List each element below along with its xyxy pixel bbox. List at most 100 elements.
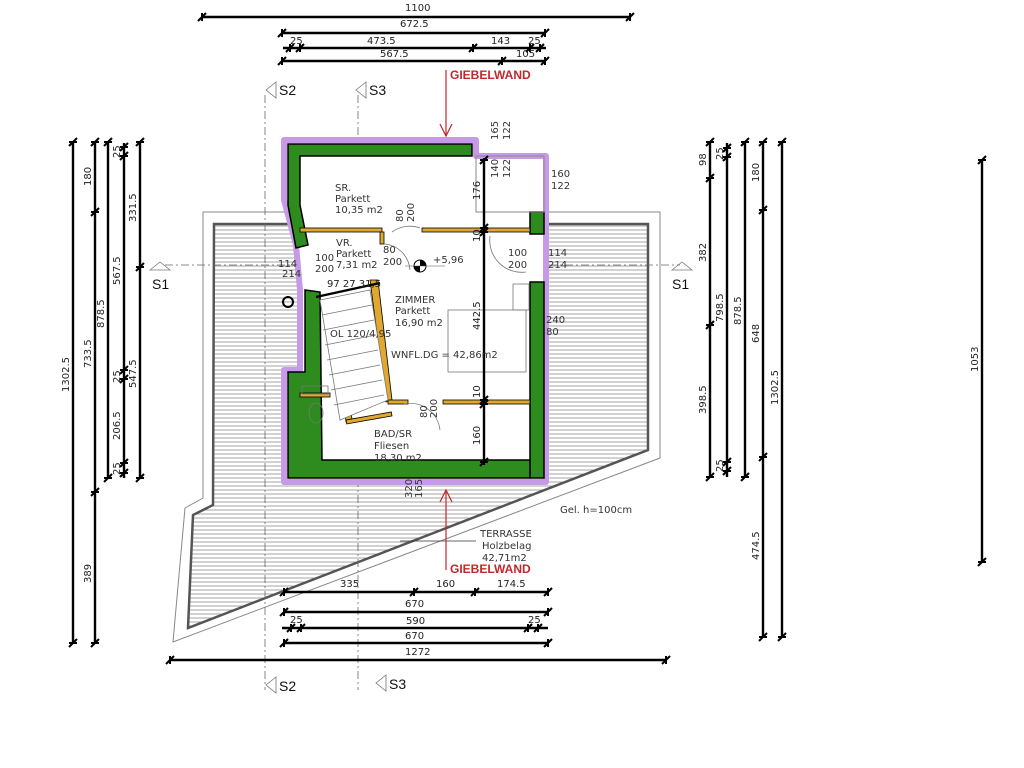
toilet-icon: [308, 402, 324, 424]
label-text: 648: [751, 324, 762, 343]
room-bad: BAD/SR Fliesen 18,30 m2: [374, 429, 422, 464]
label-text: 80: [546, 327, 559, 338]
label-text: 567.5: [112, 256, 123, 285]
label-text: 80: [383, 245, 396, 256]
label-text: 398.5: [698, 385, 709, 414]
label-text: +5,96: [433, 255, 464, 266]
label-text: 25: [112, 462, 123, 475]
label-text: GIEBELWAND: [450, 68, 531, 82]
label-text: 200: [429, 399, 440, 418]
dim-text: 10: [472, 229, 483, 242]
label-text: 122: [551, 181, 570, 192]
door-swing-icon: [489, 235, 527, 273]
label-text: 25: [528, 615, 541, 626]
label-text: 382: [698, 243, 709, 262]
label-text: 547.5: [128, 359, 139, 388]
label-text: 206.5: [112, 411, 123, 440]
label-text: 590: [406, 616, 425, 627]
door-swing-icon: [391, 225, 421, 233]
label-text: 878.5: [96, 299, 107, 328]
label-text: TERRASSE: [479, 529, 532, 540]
label-text: 25: [715, 147, 726, 160]
dimensions-top: 1100 672.5 25 473.5 143 25 567.5 105: [197, 3, 635, 66]
label-text: Holzbelag: [482, 541, 531, 552]
dim-text: 10: [472, 385, 483, 398]
label-text: 143: [491, 36, 510, 47]
room-vr: VR. Parkett 7,31 m2: [336, 238, 378, 271]
fixtures: [282, 225, 530, 431]
label-text: 670: [405, 599, 424, 610]
dimensions-bottom: 335 160 174.5 670 25 590 25 670 1272: [165, 579, 671, 665]
label-text: 140: [490, 159, 501, 178]
dim-text: 97 27 31,5: [327, 279, 381, 290]
dim-text: 176: [472, 181, 483, 200]
label-text: 240: [546, 315, 565, 326]
label-text: 331.5: [128, 193, 139, 222]
section-label-s3-bottom: S3: [389, 676, 406, 692]
label-text: Parkett: [395, 306, 430, 317]
section-marker-icon: [375, 674, 387, 692]
label-text: 474.5: [751, 531, 762, 560]
label-text: 100: [508, 248, 527, 259]
stairs: OL 120/4,95: [319, 289, 391, 421]
section-marker-icon: [670, 261, 694, 271]
label-text: 878.5: [733, 296, 744, 325]
gable-bottom: GIEBELWAND: [439, 488, 531, 576]
label-text: 798.5: [715, 293, 726, 322]
dimensions-left: 1302.5 180 733.5 389 878.5 25 567.5 25 2…: [61, 137, 145, 648]
chimney-icon: [282, 296, 294, 308]
label-text: VR.: [336, 238, 353, 249]
room-name: SR.: [335, 183, 351, 194]
label-text: ZIMMER: [395, 295, 435, 306]
section-label-s1-left: S1: [152, 276, 169, 292]
door-swing-icon: [403, 403, 441, 431]
label-text: 200: [315, 264, 334, 275]
label-text: 165: [490, 121, 501, 140]
label-text: Fliesen: [374, 441, 409, 452]
room-floor: Parkett: [335, 194, 370, 205]
label-text: 672.5: [400, 19, 429, 30]
label-text: 42,71m2: [482, 553, 527, 564]
label-text: 670: [405, 631, 424, 642]
label-text: 1302.5: [61, 357, 72, 392]
section-label-s2-top: S2: [279, 82, 296, 98]
arrow-down-icon: [439, 123, 453, 138]
inner-dimension: 176 10 442.5 10 160 97 27 31,5: [315, 155, 489, 467]
label-text: 114: [548, 248, 567, 259]
label-text: 389: [83, 564, 94, 583]
section-marker-icon: [355, 81, 367, 99]
dim-text: 442.5: [472, 301, 483, 330]
stair-note: OL 120/4,95: [330, 329, 391, 340]
dimensions-right: 98 382 398.5 25 798.5 25 878.5 180 648 4…: [698, 137, 987, 642]
label-text: 214: [548, 260, 567, 271]
total-area: WNFL.DG = 42,86m2: [391, 350, 498, 361]
label-text: 25: [528, 36, 541, 47]
label-text: 105: [516, 49, 535, 60]
label-text: 200: [508, 260, 527, 271]
label-text: 18,30 m2: [374, 453, 422, 464]
arrow-up-icon: [439, 488, 453, 503]
label-text: 122: [502, 159, 513, 178]
label-text: 165: [414, 479, 425, 498]
label-text: 335: [340, 579, 359, 590]
label-text: 25: [290, 36, 303, 47]
gable-top: GIEBELWAND: [439, 68, 531, 138]
label-text: GIEBELWAND: [450, 562, 531, 576]
room-area: 10,35 m2: [335, 205, 383, 216]
label-text: 25: [290, 615, 303, 626]
label-text: 567.5: [380, 49, 409, 60]
label-text: 25: [112, 370, 123, 383]
sink-icon: [301, 385, 329, 395]
label-text: 733.5: [83, 339, 94, 368]
label-text: 98: [698, 153, 709, 166]
dim-text: 160: [472, 426, 483, 445]
railing-note: Gel. h=100cm: [560, 505, 632, 516]
label-text: 180: [83, 167, 94, 186]
label-text: 180: [751, 163, 762, 182]
section-marker-icon: [148, 261, 172, 271]
label-text: Parkett: [336, 249, 371, 260]
bed-icon: [447, 309, 527, 373]
room-terrasse: TERRASSE Holzbelag 42,71m2: [400, 529, 532, 564]
label-text: 1302.5: [770, 370, 781, 405]
label-text: BAD/SR: [374, 429, 412, 440]
